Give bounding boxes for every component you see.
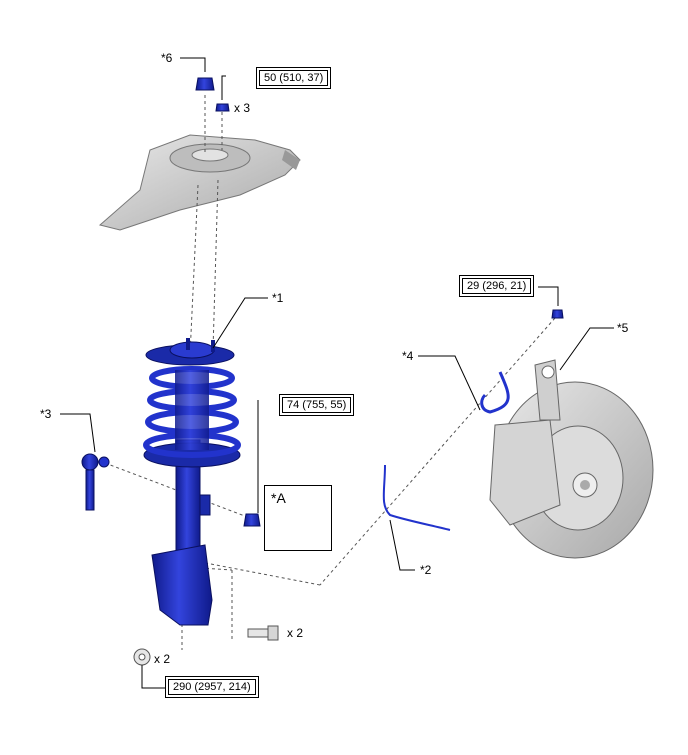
callout-2: *2 — [420, 563, 432, 577]
torque-bottom: 290 (2957, 214) — [165, 676, 259, 698]
torque-right: 29 (296, 21) — [459, 275, 535, 297]
torque-mid: 74 (755, 55) — [279, 394, 355, 416]
speed-sensor-wire — [382, 464, 451, 531]
leader-lines — [60, 57, 614, 689]
callout-3: *3 — [40, 407, 52, 421]
stabilizer-link — [81, 453, 110, 511]
inset-a-label: *A — [271, 490, 286, 506]
callout-4: *4 — [402, 349, 414, 363]
callout-1: *1 — [272, 291, 284, 305]
torque-mid-value: 74 (755, 55) — [282, 397, 352, 413]
torque-upper-value: 50 (510, 37) — [259, 70, 329, 86]
stab-nut — [243, 513, 261, 527]
lower-bolt — [247, 625, 279, 641]
quantity-upper: x 3 — [234, 101, 251, 115]
strut-assembly — [143, 338, 241, 626]
quantity-nut: x 2 — [154, 652, 171, 666]
lower-nut — [133, 648, 151, 666]
hose-bolt — [551, 309, 564, 319]
torque-bottom-value: 290 (2957, 214) — [168, 679, 256, 695]
brake-hose — [480, 371, 510, 414]
upper-nut — [195, 77, 215, 91]
callout-5: *5 — [617, 321, 629, 335]
torque-upper: 50 (510, 37) — [256, 67, 332, 89]
upper-mount-nut — [215, 103, 230, 112]
body-panel — [98, 134, 301, 231]
torque-right-value: 29 (296, 21) — [462, 278, 532, 294]
inset-a: *A — [264, 485, 332, 551]
brake-assembly — [489, 359, 654, 559]
callout-6: *6 — [161, 51, 173, 65]
quantity-bolt: x 2 — [287, 626, 304, 640]
